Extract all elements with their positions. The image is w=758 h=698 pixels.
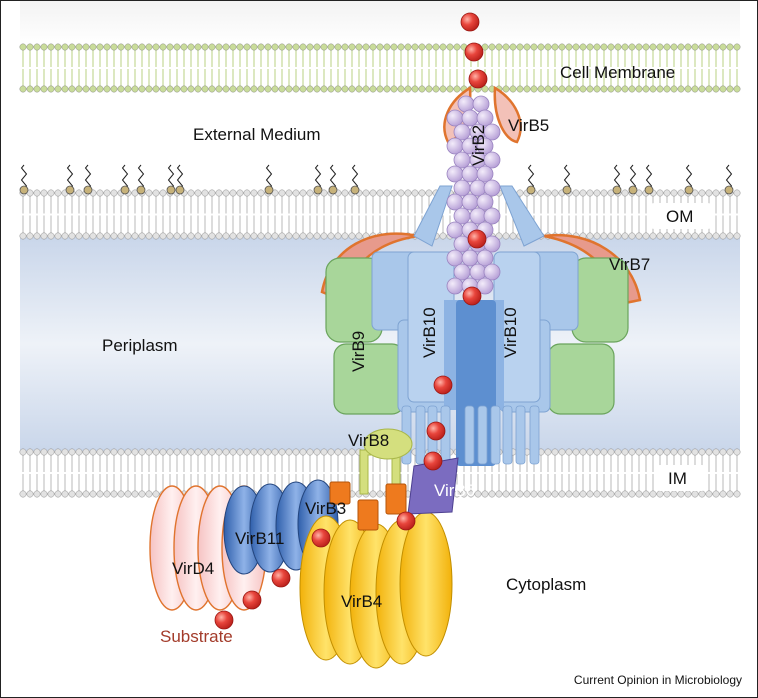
virb2-pilus (446, 95, 501, 295)
label-virb9: VirB9 (349, 331, 368, 372)
om-label-box (651, 203, 711, 229)
label-virb3: VirB3 (305, 499, 346, 518)
figure-credit: Current Opinion in Microbiology (574, 673, 742, 687)
label-external-medium: External Medium (193, 125, 321, 144)
virb9-subunits (325, 257, 629, 415)
label-virD4: VirD4 (172, 559, 214, 578)
label-periplasm: Periplasm (102, 336, 178, 355)
label-virb6: VirB6 (434, 481, 475, 500)
label-virb11: VirB11 (235, 529, 284, 548)
label-virb2: VirB2 (469, 125, 488, 166)
label-virb7: VirB7 (609, 255, 650, 274)
lps-chains (19, 164, 734, 195)
virb4-atpase (299, 511, 453, 669)
label-virb4: VirB4 (341, 592, 382, 611)
label-virb10-left: VirB10 (420, 307, 439, 358)
label-virb8: VirB8 (348, 431, 389, 450)
label-virb5: VirB5 (508, 116, 549, 135)
virb6-subunit (407, 457, 459, 515)
virb3-subunits (329, 481, 407, 531)
im-label-box (657, 465, 705, 491)
label-substrate: Substrate (160, 627, 233, 646)
label-om: OM (666, 207, 693, 226)
substrate-beads (214, 12, 488, 630)
label-virb10-right: VirB10 (501, 307, 520, 358)
host-cell-region (20, 1, 740, 45)
labels: Cell Membrane VirB5 VirB2 External Mediu… (102, 63, 742, 687)
label-im: IM (668, 469, 687, 488)
label-cytoplasm: Cytoplasm (506, 575, 586, 594)
label-cell-membrane: Cell Membrane (560, 63, 675, 82)
